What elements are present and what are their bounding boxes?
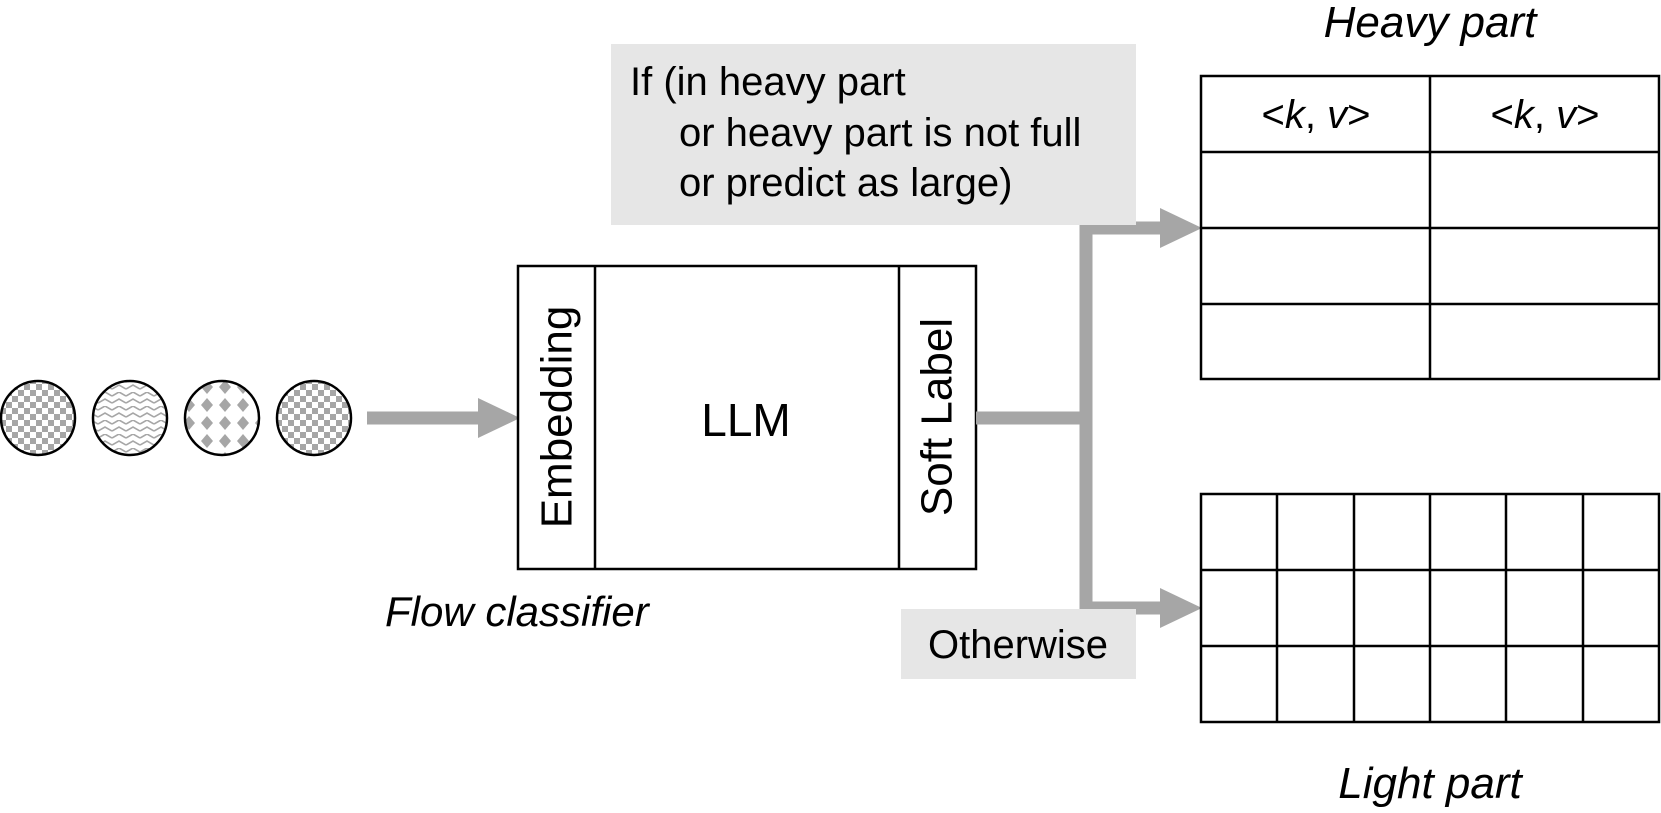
input-packets [0, 379, 353, 457]
flow-classifier: Embedding LLM Soft Label [516, 264, 978, 571]
light-part-table [1199, 492, 1661, 724]
packet-icon [91, 379, 169, 457]
condition-line: or predict as large) [679, 161, 1012, 205]
llm-label: LLM [701, 394, 790, 446]
embedding-label: Embedding [533, 306, 582, 529]
condition-line: or heavy part is not full [679, 111, 1081, 155]
heavy-part-table: <k, v> <k, v> [1199, 74, 1661, 381]
branch-arrows [976, 208, 1202, 628]
packet-icon [275, 379, 353, 457]
heavy-header-cell: <k, v> [1491, 93, 1600, 137]
heavy-part-title: Heavy part [1324, 0, 1539, 47]
input-arrow [367, 398, 520, 438]
packet-icon [183, 379, 261, 457]
condition-line: If (in heavy part [630, 60, 906, 104]
light-part-title: Light part [1338, 759, 1523, 808]
packet-icon [0, 379, 77, 457]
soft-label: Soft Label [913, 318, 962, 516]
condition-box: If (in heavy part or heavy part is not f… [611, 44, 1136, 225]
otherwise-label: Otherwise [928, 623, 1108, 667]
heavy-header-cell: <k, v> [1262, 93, 1371, 137]
otherwise-box: Otherwise [901, 609, 1136, 679]
flow-classifier-caption: Flow classifier [385, 588, 651, 635]
